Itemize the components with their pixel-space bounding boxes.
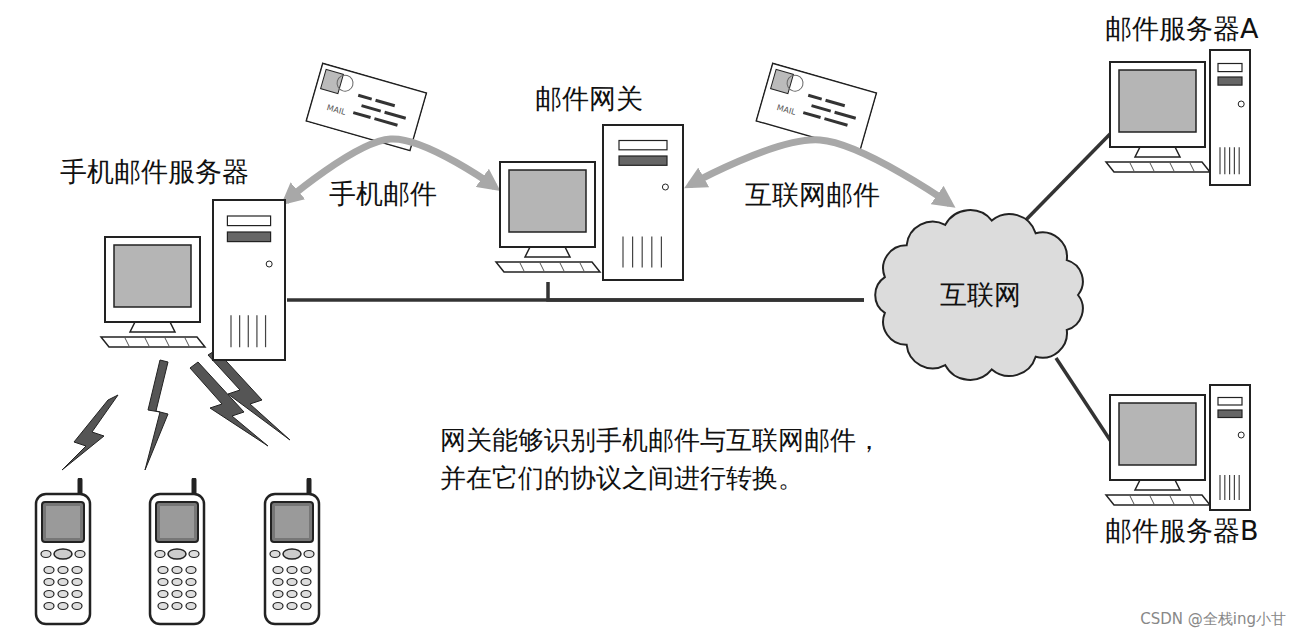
radio-bolt bbox=[208, 350, 290, 440]
node-label: 邮件服务器A bbox=[1105, 12, 1258, 46]
mobile-phone bbox=[150, 480, 204, 624]
server-node: 手机邮件服务器 bbox=[55, 155, 290, 362]
network-link bbox=[548, 282, 864, 300]
network-link bbox=[1018, 132, 1112, 228]
node-label: 手机邮件服务器 bbox=[60, 155, 249, 189]
network-link bbox=[1056, 358, 1112, 443]
server-node: 邮件网关 bbox=[495, 82, 690, 282]
server-node: 邮件服务器A bbox=[1100, 12, 1285, 178]
server-tower bbox=[603, 125, 683, 280]
phone-group bbox=[36, 480, 319, 624]
server-tower bbox=[213, 200, 285, 360]
node-label: 互联网 bbox=[940, 278, 1021, 312]
cloud-shape bbox=[875, 210, 1083, 380]
node-label: 邮件服务器B bbox=[1105, 514, 1259, 548]
radio-waves bbox=[62, 350, 290, 470]
mobile-phone bbox=[36, 480, 90, 624]
mobile-phone bbox=[265, 480, 319, 624]
connector-layer bbox=[286, 132, 1112, 443]
server-tower bbox=[1210, 50, 1250, 185]
computer-icon bbox=[101, 237, 205, 347]
network-cloud: 互联网 bbox=[860, 200, 1100, 390]
edge-label: 互联网邮件 bbox=[742, 178, 883, 212]
computer-icon bbox=[1106, 62, 1210, 172]
computer-icon bbox=[1106, 395, 1210, 505]
server-tower bbox=[1210, 385, 1250, 510]
radio-bolt bbox=[62, 395, 118, 470]
watermark: CSDN @全栈ing小甘 bbox=[1140, 610, 1286, 628]
edge-label: 手机邮件 bbox=[326, 177, 440, 211]
radio-bolt bbox=[145, 360, 168, 470]
computer-icon bbox=[496, 162, 600, 272]
mail-envelope bbox=[306, 63, 426, 150]
note-text: 网关能够识别手机邮件与互联网邮件， 并在它们的协议之间进行转换。 bbox=[440, 422, 895, 497]
server-node: 邮件服务器B bbox=[1100, 383, 1285, 548]
node-label: 邮件网关 bbox=[535, 82, 643, 116]
